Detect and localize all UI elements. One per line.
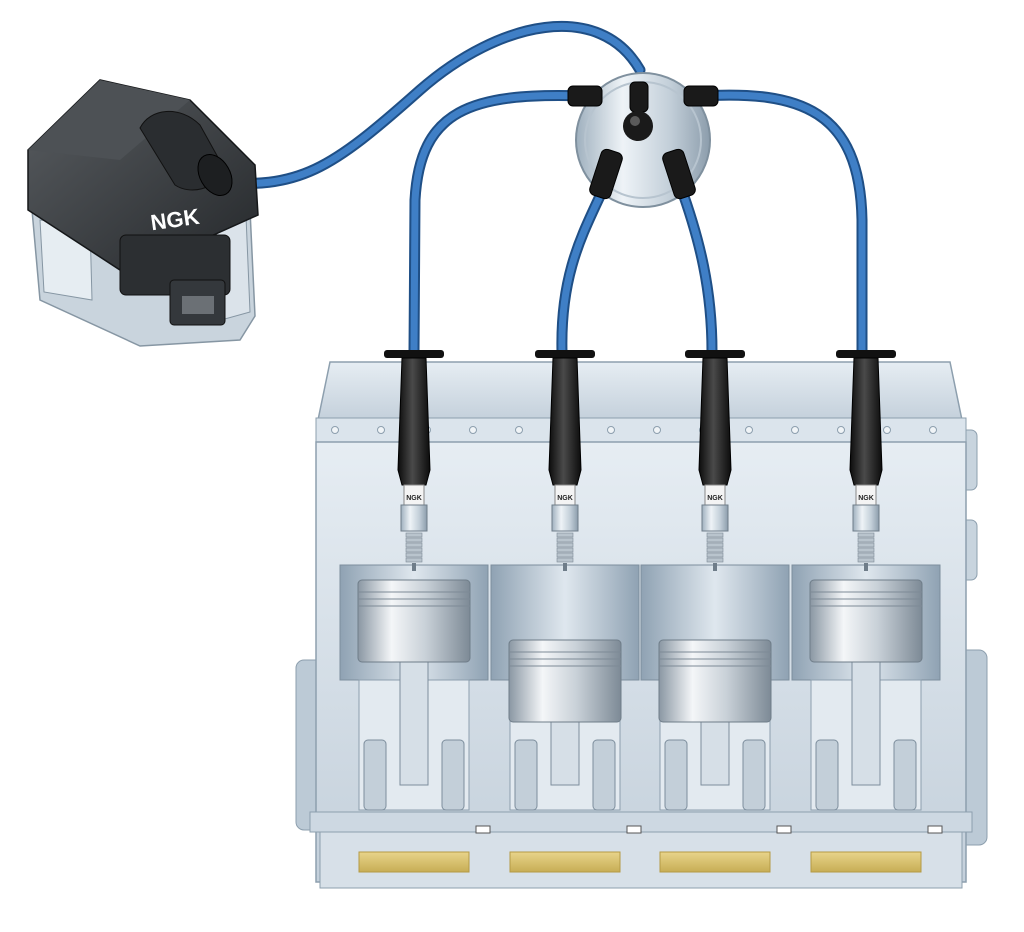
plug-brand-label: NGK bbox=[406, 495, 422, 502]
plug-thread bbox=[556, 537, 574, 543]
ignition-coil: NGK bbox=[27, 79, 259, 347]
plug-thread bbox=[405, 557, 423, 563]
crank-web bbox=[742, 739, 766, 811]
crank-web bbox=[592, 739, 616, 811]
bolt bbox=[331, 426, 339, 434]
plug-thread bbox=[706, 537, 724, 543]
connecting-rod bbox=[851, 639, 881, 786]
crank-web bbox=[893, 739, 917, 811]
plug-hex bbox=[400, 504, 428, 532]
spark-plug-1: NGK bbox=[384, 350, 444, 571]
plug-thread bbox=[706, 532, 724, 538]
piston bbox=[357, 579, 471, 663]
bolt bbox=[653, 426, 661, 434]
cylinder-4 bbox=[791, 564, 943, 873]
bolt bbox=[929, 426, 937, 434]
bolt bbox=[745, 426, 753, 434]
oil-sump bbox=[358, 851, 470, 873]
spark-plug-4: NGK bbox=[836, 350, 896, 571]
pan-bolt bbox=[927, 825, 943, 834]
plug-thread bbox=[706, 557, 724, 563]
plug-brand-label: NGK bbox=[858, 495, 874, 502]
piston bbox=[658, 639, 772, 723]
plug-thread bbox=[857, 552, 875, 558]
plug-brand-label: NGK bbox=[707, 495, 723, 502]
plug-thread bbox=[405, 552, 423, 558]
bolt bbox=[837, 426, 845, 434]
oil-pan bbox=[319, 831, 963, 889]
plug-thread bbox=[556, 542, 574, 548]
plug-thread bbox=[706, 552, 724, 558]
plug-thread bbox=[857, 557, 875, 563]
plug-thread bbox=[405, 547, 423, 553]
crank-web bbox=[363, 739, 387, 811]
cylinders bbox=[339, 564, 943, 873]
plug-hex bbox=[852, 504, 880, 532]
plug-electrode bbox=[864, 563, 868, 571]
crank-web bbox=[664, 739, 688, 811]
plug-electrode bbox=[713, 563, 717, 571]
distributor-tower-2 bbox=[589, 148, 623, 200]
pan-bolt bbox=[776, 825, 792, 834]
bolt bbox=[515, 426, 523, 434]
bolt bbox=[883, 426, 891, 434]
piston bbox=[508, 639, 622, 723]
spark-plug-2: NGK bbox=[535, 350, 595, 571]
oil-sump bbox=[509, 851, 621, 873]
crank-web bbox=[815, 739, 839, 811]
plug-thread bbox=[706, 547, 724, 553]
distributor-tower-center bbox=[629, 81, 649, 113]
bolt bbox=[377, 426, 385, 434]
bolt bbox=[607, 426, 615, 434]
plug-thread bbox=[405, 542, 423, 548]
crank-web bbox=[514, 739, 538, 811]
oil-sump bbox=[659, 851, 771, 873]
oil-sump bbox=[810, 851, 922, 873]
piston bbox=[809, 579, 923, 663]
boot-flange bbox=[836, 350, 896, 358]
cylinder-3 bbox=[640, 564, 792, 873]
plug-thread bbox=[857, 542, 875, 548]
boot-flange bbox=[535, 350, 595, 358]
distributor-tower-1 bbox=[567, 85, 603, 107]
ignition-wires bbox=[206, 21, 868, 358]
plug-thread bbox=[556, 532, 574, 538]
bolt bbox=[469, 426, 477, 434]
spark-plug-boot bbox=[698, 357, 732, 486]
plug-thread bbox=[857, 532, 875, 538]
spark-plug-boot bbox=[548, 357, 582, 486]
spark-plugs: NGK NGK NGK NGK bbox=[384, 350, 896, 571]
plug-thread bbox=[706, 542, 724, 548]
plug-thread bbox=[857, 537, 875, 543]
distributor-tower-4 bbox=[683, 85, 719, 107]
boot-flange bbox=[384, 350, 444, 358]
plug-thread bbox=[405, 532, 423, 538]
distributor-center-terminal bbox=[623, 111, 653, 141]
pan-bolt bbox=[475, 825, 491, 834]
plug-electrode bbox=[563, 563, 567, 571]
plug-thread bbox=[405, 537, 423, 543]
boot-flange bbox=[685, 350, 745, 358]
distributor-tower-3 bbox=[662, 148, 696, 200]
plug-thread bbox=[556, 557, 574, 563]
crank-web bbox=[441, 739, 465, 811]
bolt bbox=[791, 426, 799, 434]
cylinder-1 bbox=[339, 564, 491, 873]
connecting-rod bbox=[399, 639, 429, 786]
plug-hex bbox=[701, 504, 729, 532]
spark-plug-3: NGK bbox=[685, 350, 745, 571]
plug-brand-label: NGK bbox=[557, 495, 573, 502]
spark-plug-boot bbox=[397, 357, 431, 486]
plug-hex bbox=[551, 504, 579, 532]
spark-plug-boot bbox=[849, 357, 883, 486]
cylinder-2 bbox=[490, 564, 642, 873]
plug-electrode bbox=[412, 563, 416, 571]
plug-thread bbox=[857, 547, 875, 553]
distributor-cap bbox=[567, 72, 719, 208]
plug-thread bbox=[556, 552, 574, 558]
pan-bolt bbox=[626, 825, 642, 834]
plug-thread bbox=[556, 547, 574, 553]
